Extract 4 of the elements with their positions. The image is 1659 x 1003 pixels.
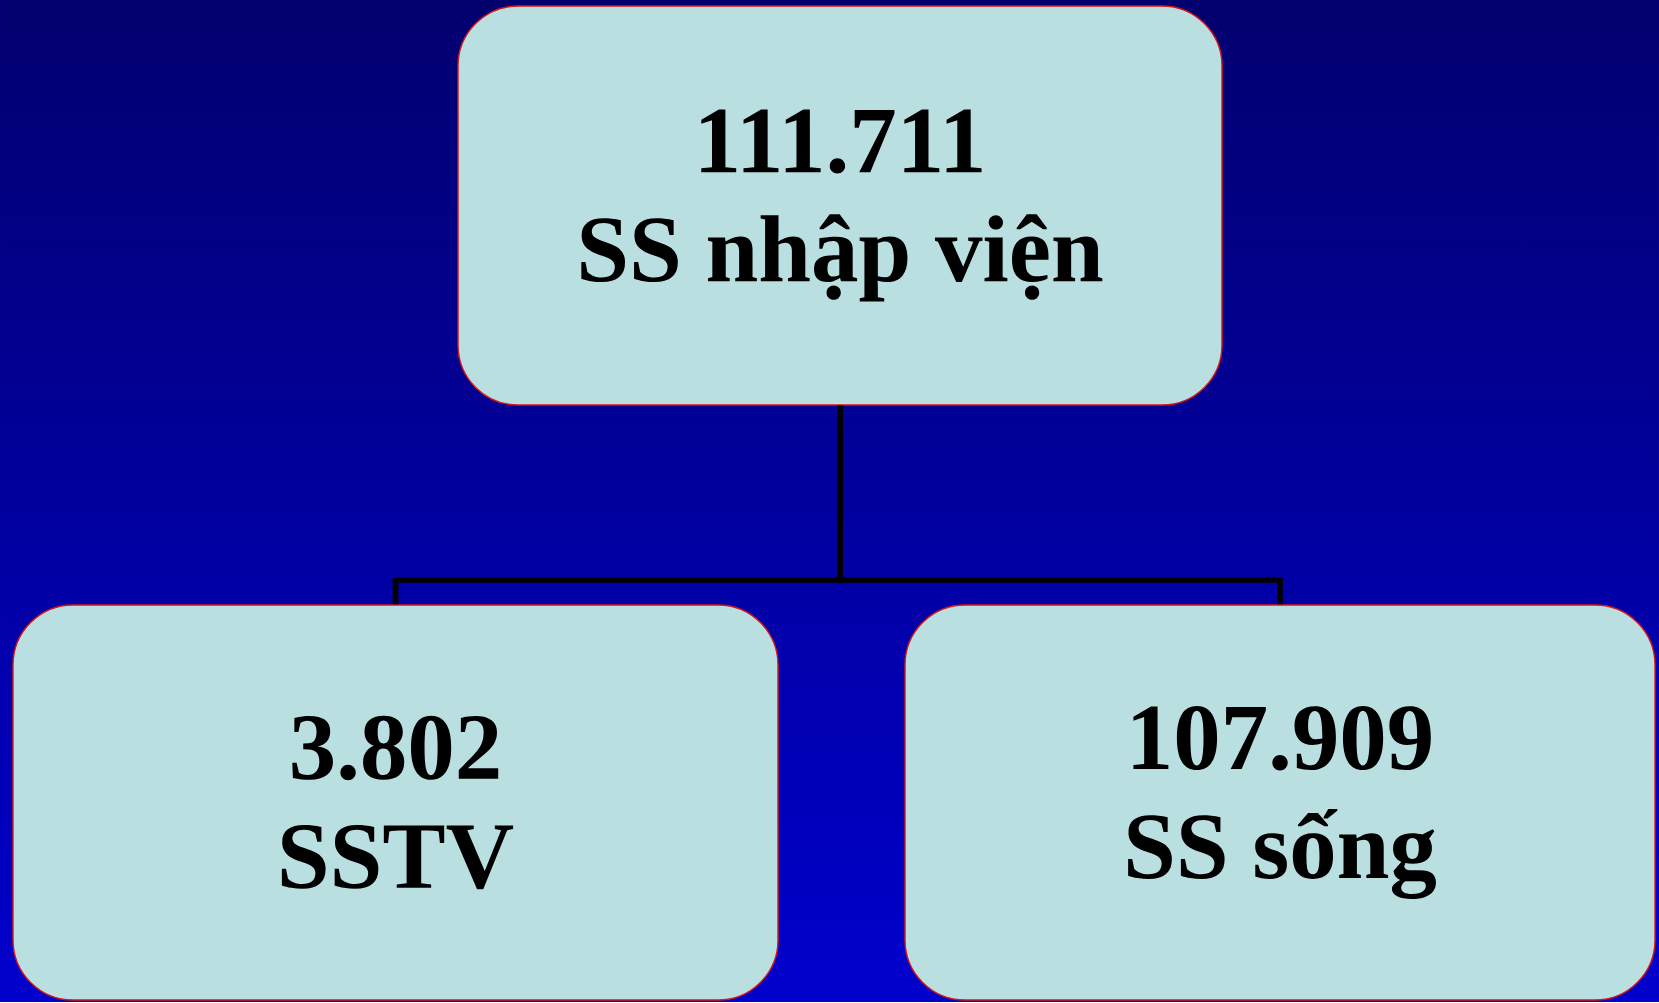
- connector-line: [837, 405, 1283, 605]
- process-box: 3.802 SSTV: [12, 604, 779, 1001]
- process-box: 107.909 SS sống: [904, 604, 1656, 1001]
- process-box: 111.711 SS nhập viện: [457, 5, 1223, 406]
